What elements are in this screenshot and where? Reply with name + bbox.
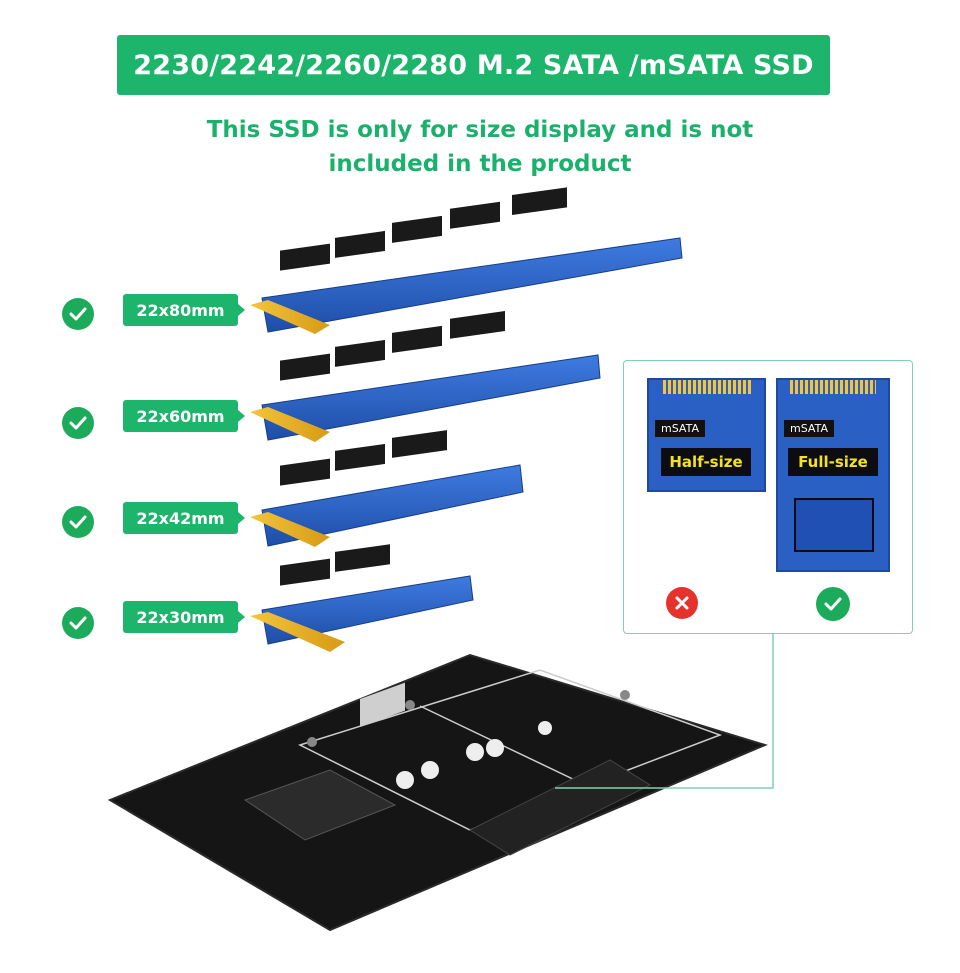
size-tag-2260: 22x60mm <box>123 400 245 432</box>
size-tag-2242: 22x42mm <box>123 502 245 534</box>
msata-full-card: mSATA Full-size <box>776 378 890 572</box>
size-tag-2230: 22x30mm <box>123 601 245 633</box>
size-label: 22x30mm <box>136 607 225 627</box>
ssd-2230-stick <box>250 544 474 652</box>
cross-icon <box>666 587 698 619</box>
disclaimer-note: This SSD is only for size display and is… <box>150 113 810 181</box>
size-label: 22x42mm <box>136 508 225 528</box>
ssd-2280-stick <box>250 187 683 334</box>
ssd-2242-stick <box>250 430 524 547</box>
check-icon <box>816 587 850 621</box>
size-tag-2280: 22x80mm <box>123 294 245 326</box>
gold-contacts <box>663 380 751 394</box>
check-icon <box>62 607 94 639</box>
full-size-label: Full-size <box>788 448 878 476</box>
size-label: 22x80mm <box>136 300 225 320</box>
note-line-2: included in the product <box>328 151 632 177</box>
chip-label: mSATA <box>655 420 705 437</box>
half-size-label: Half-size <box>661 448 751 476</box>
title-banner: 2230/2242/2260/2280 M.2 SATA /mSATA SSD <box>117 35 830 95</box>
adapter-board <box>107 653 768 932</box>
ssd-2260-stick <box>250 311 601 442</box>
page-title: 2230/2242/2260/2280 M.2 SATA /mSATA SSD <box>133 49 814 81</box>
size-label: 22x60mm <box>136 406 225 426</box>
msata-half-card: mSATA Half-size <box>647 378 766 492</box>
note-line-1: This SSD is only for size display and is… <box>206 117 754 143</box>
callout-connector <box>555 632 774 789</box>
gold-contacts <box>790 380 876 394</box>
chip-label: mSATA <box>784 420 834 437</box>
check-icon <box>62 506 94 538</box>
check-icon <box>62 298 94 330</box>
chip-pad <box>794 498 874 552</box>
check-icon <box>62 407 94 439</box>
